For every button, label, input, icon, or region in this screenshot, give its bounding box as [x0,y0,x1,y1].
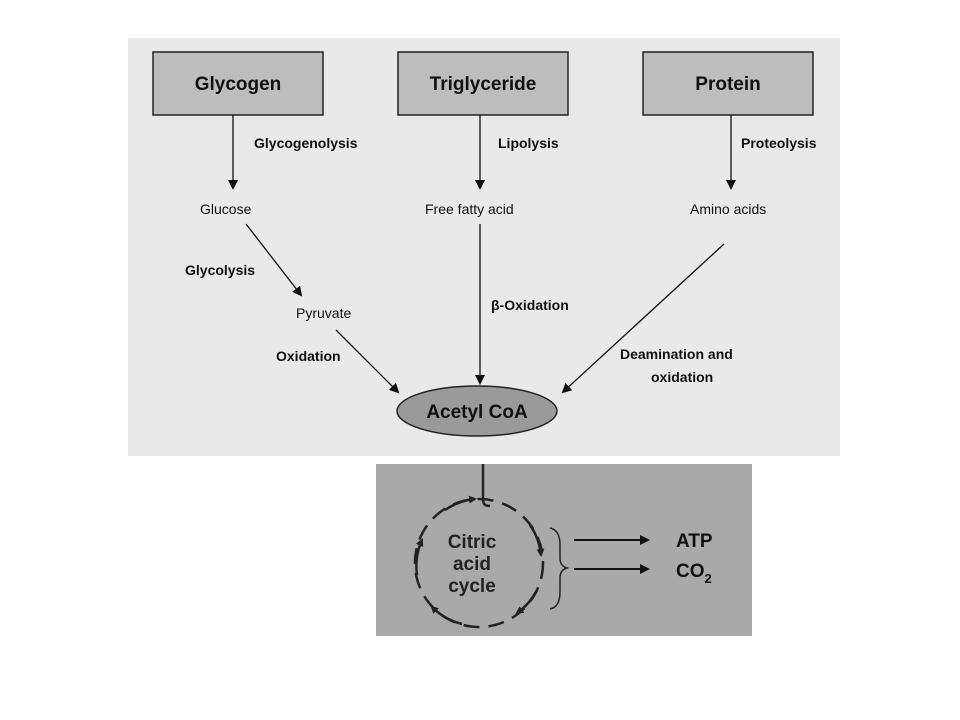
acetyl-coa-node [396,385,558,437]
glucose-to-pyruvate-arrow [245,223,303,297]
glycogen-box [152,51,324,116]
cycle-arrow-5 [444,495,477,512]
atp-label: ATP [676,531,713,552]
cycle-arrow-3 [430,605,463,626]
triglyceride-label: Triglyceride [430,74,537,95]
citric-cycle-circle [413,497,545,629]
cycle-arrow-4 [415,538,424,576]
oxidation-label: Oxidation [276,348,341,364]
acid-label: acid [453,554,491,575]
cycle-label: cycle [448,576,496,597]
glycogen-label: Glycogen [195,74,282,95]
lipolysis-label: Lipolysis [498,135,559,151]
citric-label: Citric [448,532,497,553]
deamination-label: Deamination and [620,346,733,362]
pyruvate-to-acetylcoa-arrow [335,329,400,394]
output-brace [549,527,570,610]
proteolysis-label: Proteolysis [741,135,817,151]
protein-label: Protein [695,74,760,95]
amino-to-acetylcoa-arrow [561,243,725,394]
cycle-arrow-2 [515,589,539,615]
co2-subscript: 2 [705,571,712,586]
glycogenolysis-label: Glycogenolysis [254,135,358,151]
pyruvate-label: Pyruvate [296,305,351,321]
triglyceride-box [397,51,569,116]
glycolysis-label: Glycolysis [185,262,255,278]
free-fatty-acid-label: Free fatty acid [425,201,514,217]
deamination-oxidation-label: oxidation [651,369,713,385]
glucose-label: Glucose [200,201,252,217]
protein-box [642,51,814,116]
co2-label: CO2 [676,561,712,586]
amino-acids-label: Amino acids [690,201,766,217]
co2-base: CO [676,561,705,582]
cycle-arrow-1 [528,524,545,557]
acetyl-coa-label: Acetyl CoA [426,402,528,423]
beta-oxidation-label: β-Oxidation [491,297,569,313]
